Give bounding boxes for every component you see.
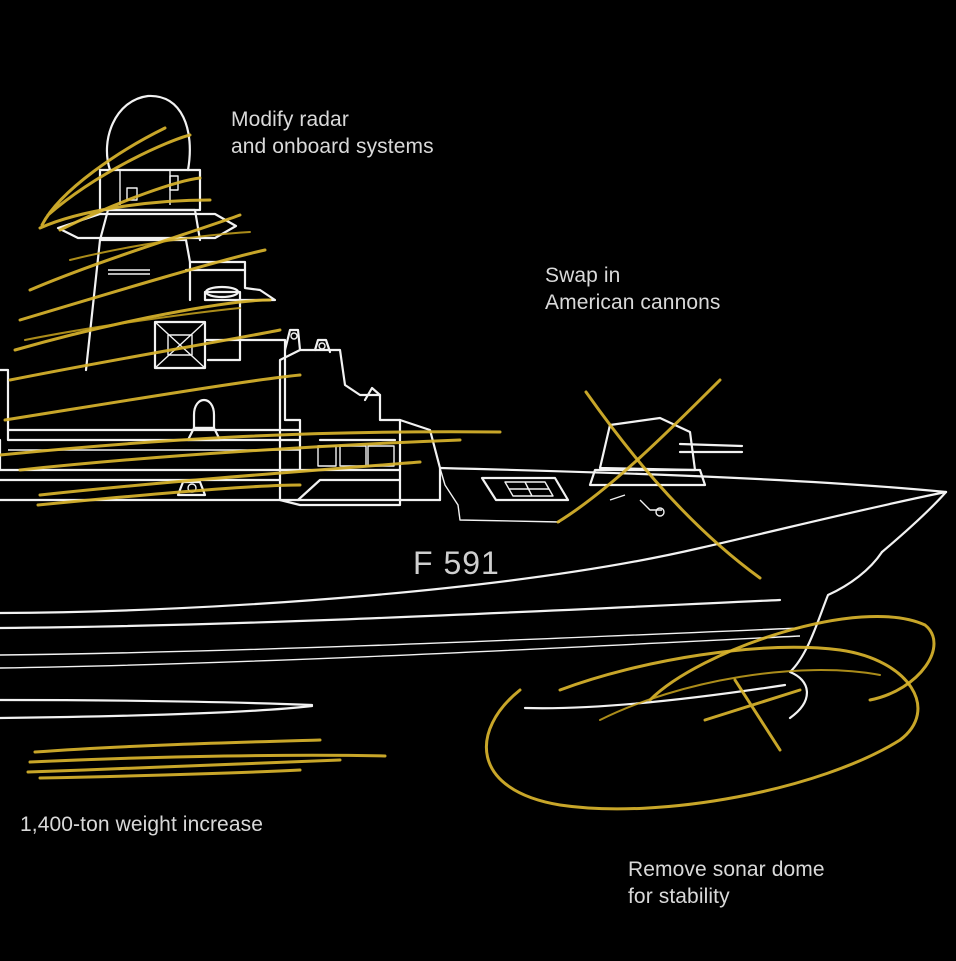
scribble-mast [0, 126, 502, 507]
annotation-weight-line-1: 1,400-ton weight increase [20, 813, 263, 836]
hull-number: F 591 [413, 545, 500, 581]
scribble-weight [26, 738, 387, 780]
annotation-cannons-line-2: American cannons [545, 291, 721, 314]
annotation-radar-line-2: and onboard systems [231, 135, 434, 158]
annotation-sonar: Remove sonar dome for stability [628, 856, 825, 910]
deck-hatch [480, 476, 570, 502]
scribble-sonar [485, 615, 936, 811]
annotation-sonar-line-2: for stability [628, 885, 730, 908]
scribble-cannon-x [556, 378, 762, 580]
annotation-weight: 1,400-ton weight increase [20, 811, 263, 838]
annotation-cannons: Swap in American cannons [545, 262, 721, 316]
annotation-radar: Modify radar and onboard systems [231, 106, 434, 160]
ship-hull [0, 466, 948, 720]
bridge-block [278, 328, 442, 507]
annotation-cannons-line-1: Swap in [545, 264, 621, 287]
annotation-radar-line-1: Modify radar [231, 108, 349, 131]
annotation-sonar-line-1: Remove sonar dome [628, 858, 825, 881]
